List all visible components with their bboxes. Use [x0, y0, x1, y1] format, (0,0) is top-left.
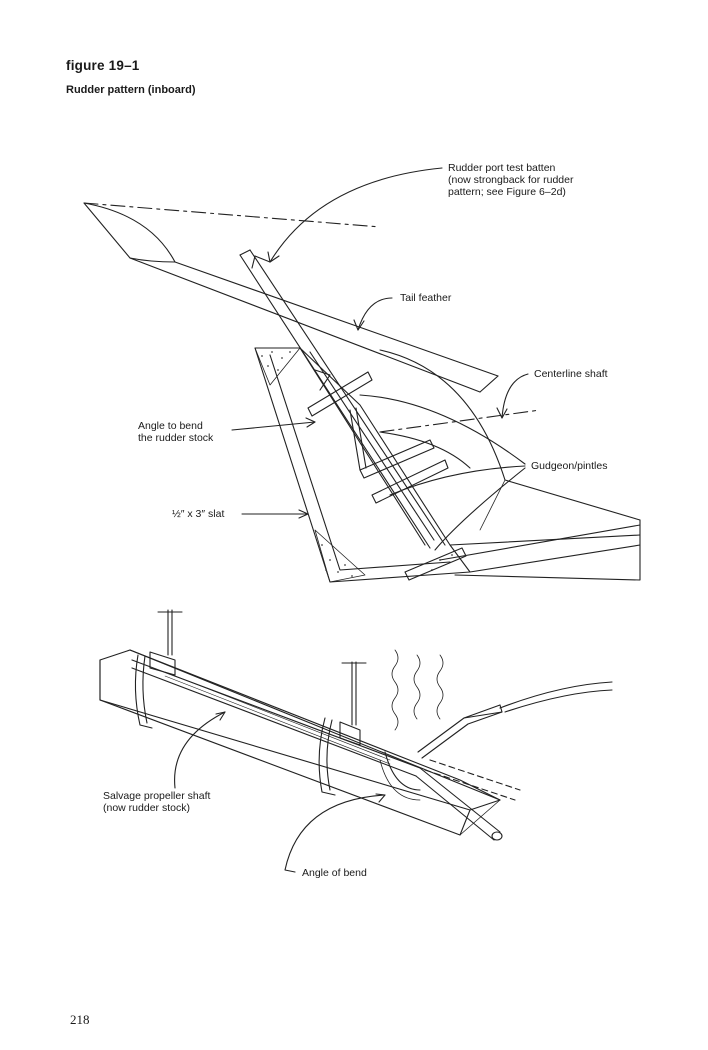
angle-of-bend-label: Angle of bend: [302, 867, 367, 879]
leader-lines-bottom: [175, 712, 385, 872]
angle-to-bend-line-2: the rudder stock: [138, 432, 214, 444]
hull-lines: [380, 350, 640, 580]
leader-lines-top: [232, 168, 528, 550]
reference-line-top: [84, 203, 380, 227]
rudder-port-batten-drawing: [240, 250, 445, 548]
centerline-shaft-line: [380, 410, 540, 432]
rudder-port-batten-line-1: Rudder port test batten: [448, 162, 556, 174]
propeller-shaft-drawing: [132, 660, 520, 840]
welding-torch: [418, 682, 612, 758]
salvage-shaft-line-1: Salvage propeller shaft: [103, 790, 211, 802]
salvage-shaft-label: Salvage propeller shaft (now rudder stoc…: [103, 790, 210, 814]
heat-waves: [392, 650, 443, 730]
rudder-port-batten-label: Rudder port test batten (now strongback …: [448, 162, 573, 198]
salvage-shaft-line-2: (now rudder stock): [103, 802, 190, 814]
tail-feather-drawing: [84, 203, 498, 392]
rudder-port-batten-line-3: pattern; see Figure 6–2d): [448, 186, 566, 198]
centerline-shaft-label: Centerline shaft: [534, 368, 608, 380]
figure-caption: Rudder pattern (inboard): [66, 84, 196, 96]
c-clamp-left: [135, 610, 182, 728]
angle-to-bend-label: Angle to bend the rudder stock: [138, 420, 213, 444]
figure-number: figure 19–1: [66, 58, 140, 73]
page-number: 218: [70, 1012, 90, 1027]
angle-to-bend-line-1: Angle to bend: [138, 420, 203, 432]
rudder-port-batten-line-2: (now strongback for rudder: [448, 174, 574, 186]
gudgeon-pintles-label: Gudgeon/pintles: [531, 460, 608, 472]
tail-feather-label: Tail feather: [400, 292, 452, 304]
slat-label: ½″ x 3″ slat: [172, 508, 225, 520]
c-clamp-right: [319, 662, 366, 795]
